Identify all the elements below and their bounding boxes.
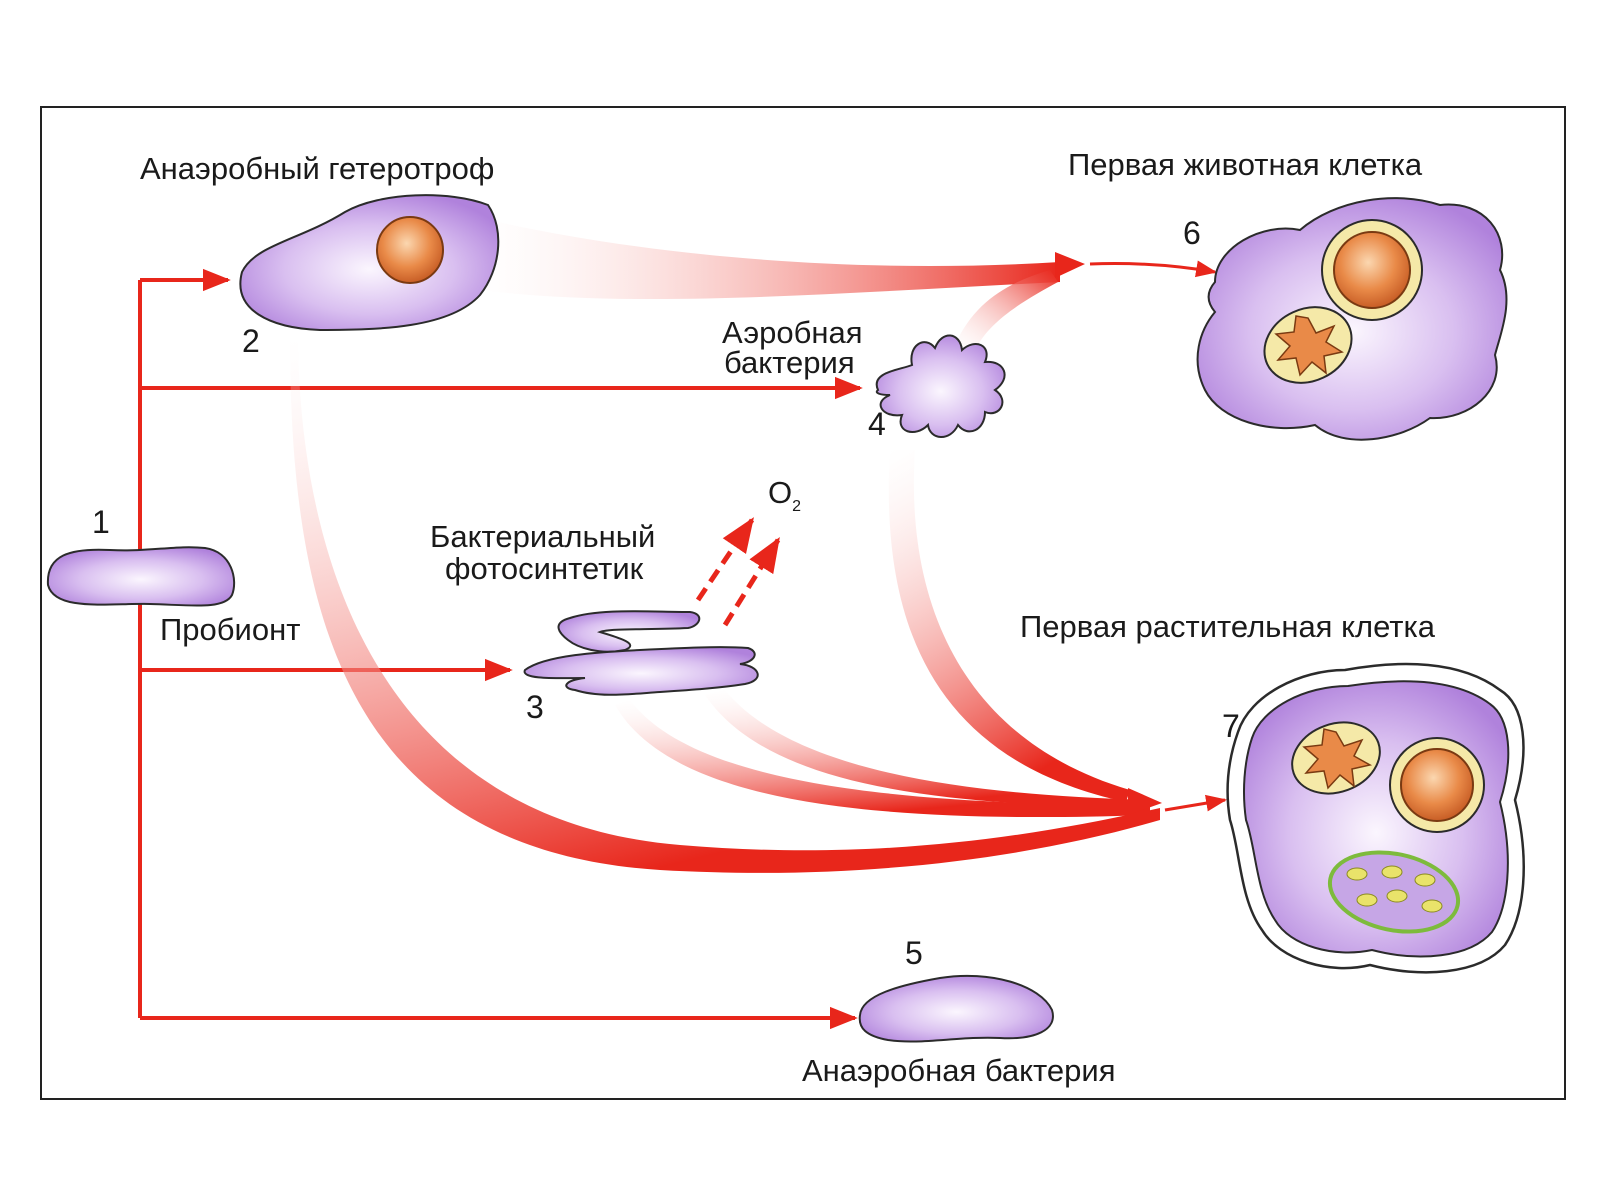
plant-flow-head: [1128, 788, 1162, 815]
number-anaerobic-bacterium: 5: [905, 935, 923, 971]
animal-cell: [1196, 197, 1508, 441]
probiont-branches: [138, 268, 863, 1030]
oxygen-arrows: [695, 517, 781, 627]
label-bacterial-photosynthetic-line1: Бактериальный: [430, 519, 655, 554]
anaerobic-bacterium-cell: [858, 974, 1054, 1043]
animal-mitochondrion-inner: [1274, 315, 1344, 377]
number-plant-cell: 7: [1222, 708, 1240, 744]
flow-photo-to-plant-extra: [705, 690, 1150, 808]
number-heterotroph: 2: [242, 323, 260, 359]
animal-nucleus: [1333, 231, 1411, 309]
label-oxygen: O2: [768, 475, 801, 515]
photosynthetic-cell: [523, 610, 759, 696]
heterotroph-nucleus: [376, 216, 444, 284]
label-probiont: Пробионт: [160, 612, 300, 647]
number-aerobic: 4: [868, 406, 886, 442]
number-animal-cell: 6: [1183, 215, 1201, 251]
flow-heterotroph-to-animal-head: [1055, 252, 1085, 278]
label-anaerobic-bacterium: Анаэробная бактерия: [802, 1053, 1115, 1088]
arrow-to-animal-cell: [1089, 260, 1218, 278]
plant-mitochondrion-inner: [1302, 728, 1373, 790]
chloroplast-grana: [1346, 865, 1443, 913]
flow-photosynthetic-to-plant: [615, 700, 1150, 818]
label-first-animal-cell: Первая животная клетка: [1068, 147, 1423, 182]
arrow-to-plant-cell: [1164, 794, 1228, 812]
flow-heterotroph-to-animal: [480, 218, 1060, 300]
label-aerobic-bacterium-line2: бактерия: [724, 345, 855, 380]
flow-aerobic-to-plant: [888, 450, 1130, 802]
number-probiont: 1: [92, 504, 110, 540]
heterotroph-cell: [239, 194, 500, 332]
probiont-cell: [46, 546, 236, 607]
flow-aerobic-to-animal: [955, 270, 1058, 350]
number-photosynthetic: 3: [526, 689, 544, 725]
plant-cell: [1226, 662, 1525, 974]
label-aerobic-bacterium-line1: Аэробная: [722, 315, 863, 350]
label-first-plant-cell: Первая растительная клетка: [1020, 609, 1436, 644]
plant-nucleus: [1400, 748, 1474, 822]
flow-heterotroph-to-plant: [290, 338, 1160, 873]
label-bacterial-photosynthetic-line2: фотосинтетик: [445, 551, 644, 586]
label-anaerobic-heterotroph: Анаэробный гетеротроф: [140, 151, 494, 186]
diagram-frame: [40, 106, 1566, 1100]
aerobic-bacterium-cell: [875, 334, 1006, 438]
